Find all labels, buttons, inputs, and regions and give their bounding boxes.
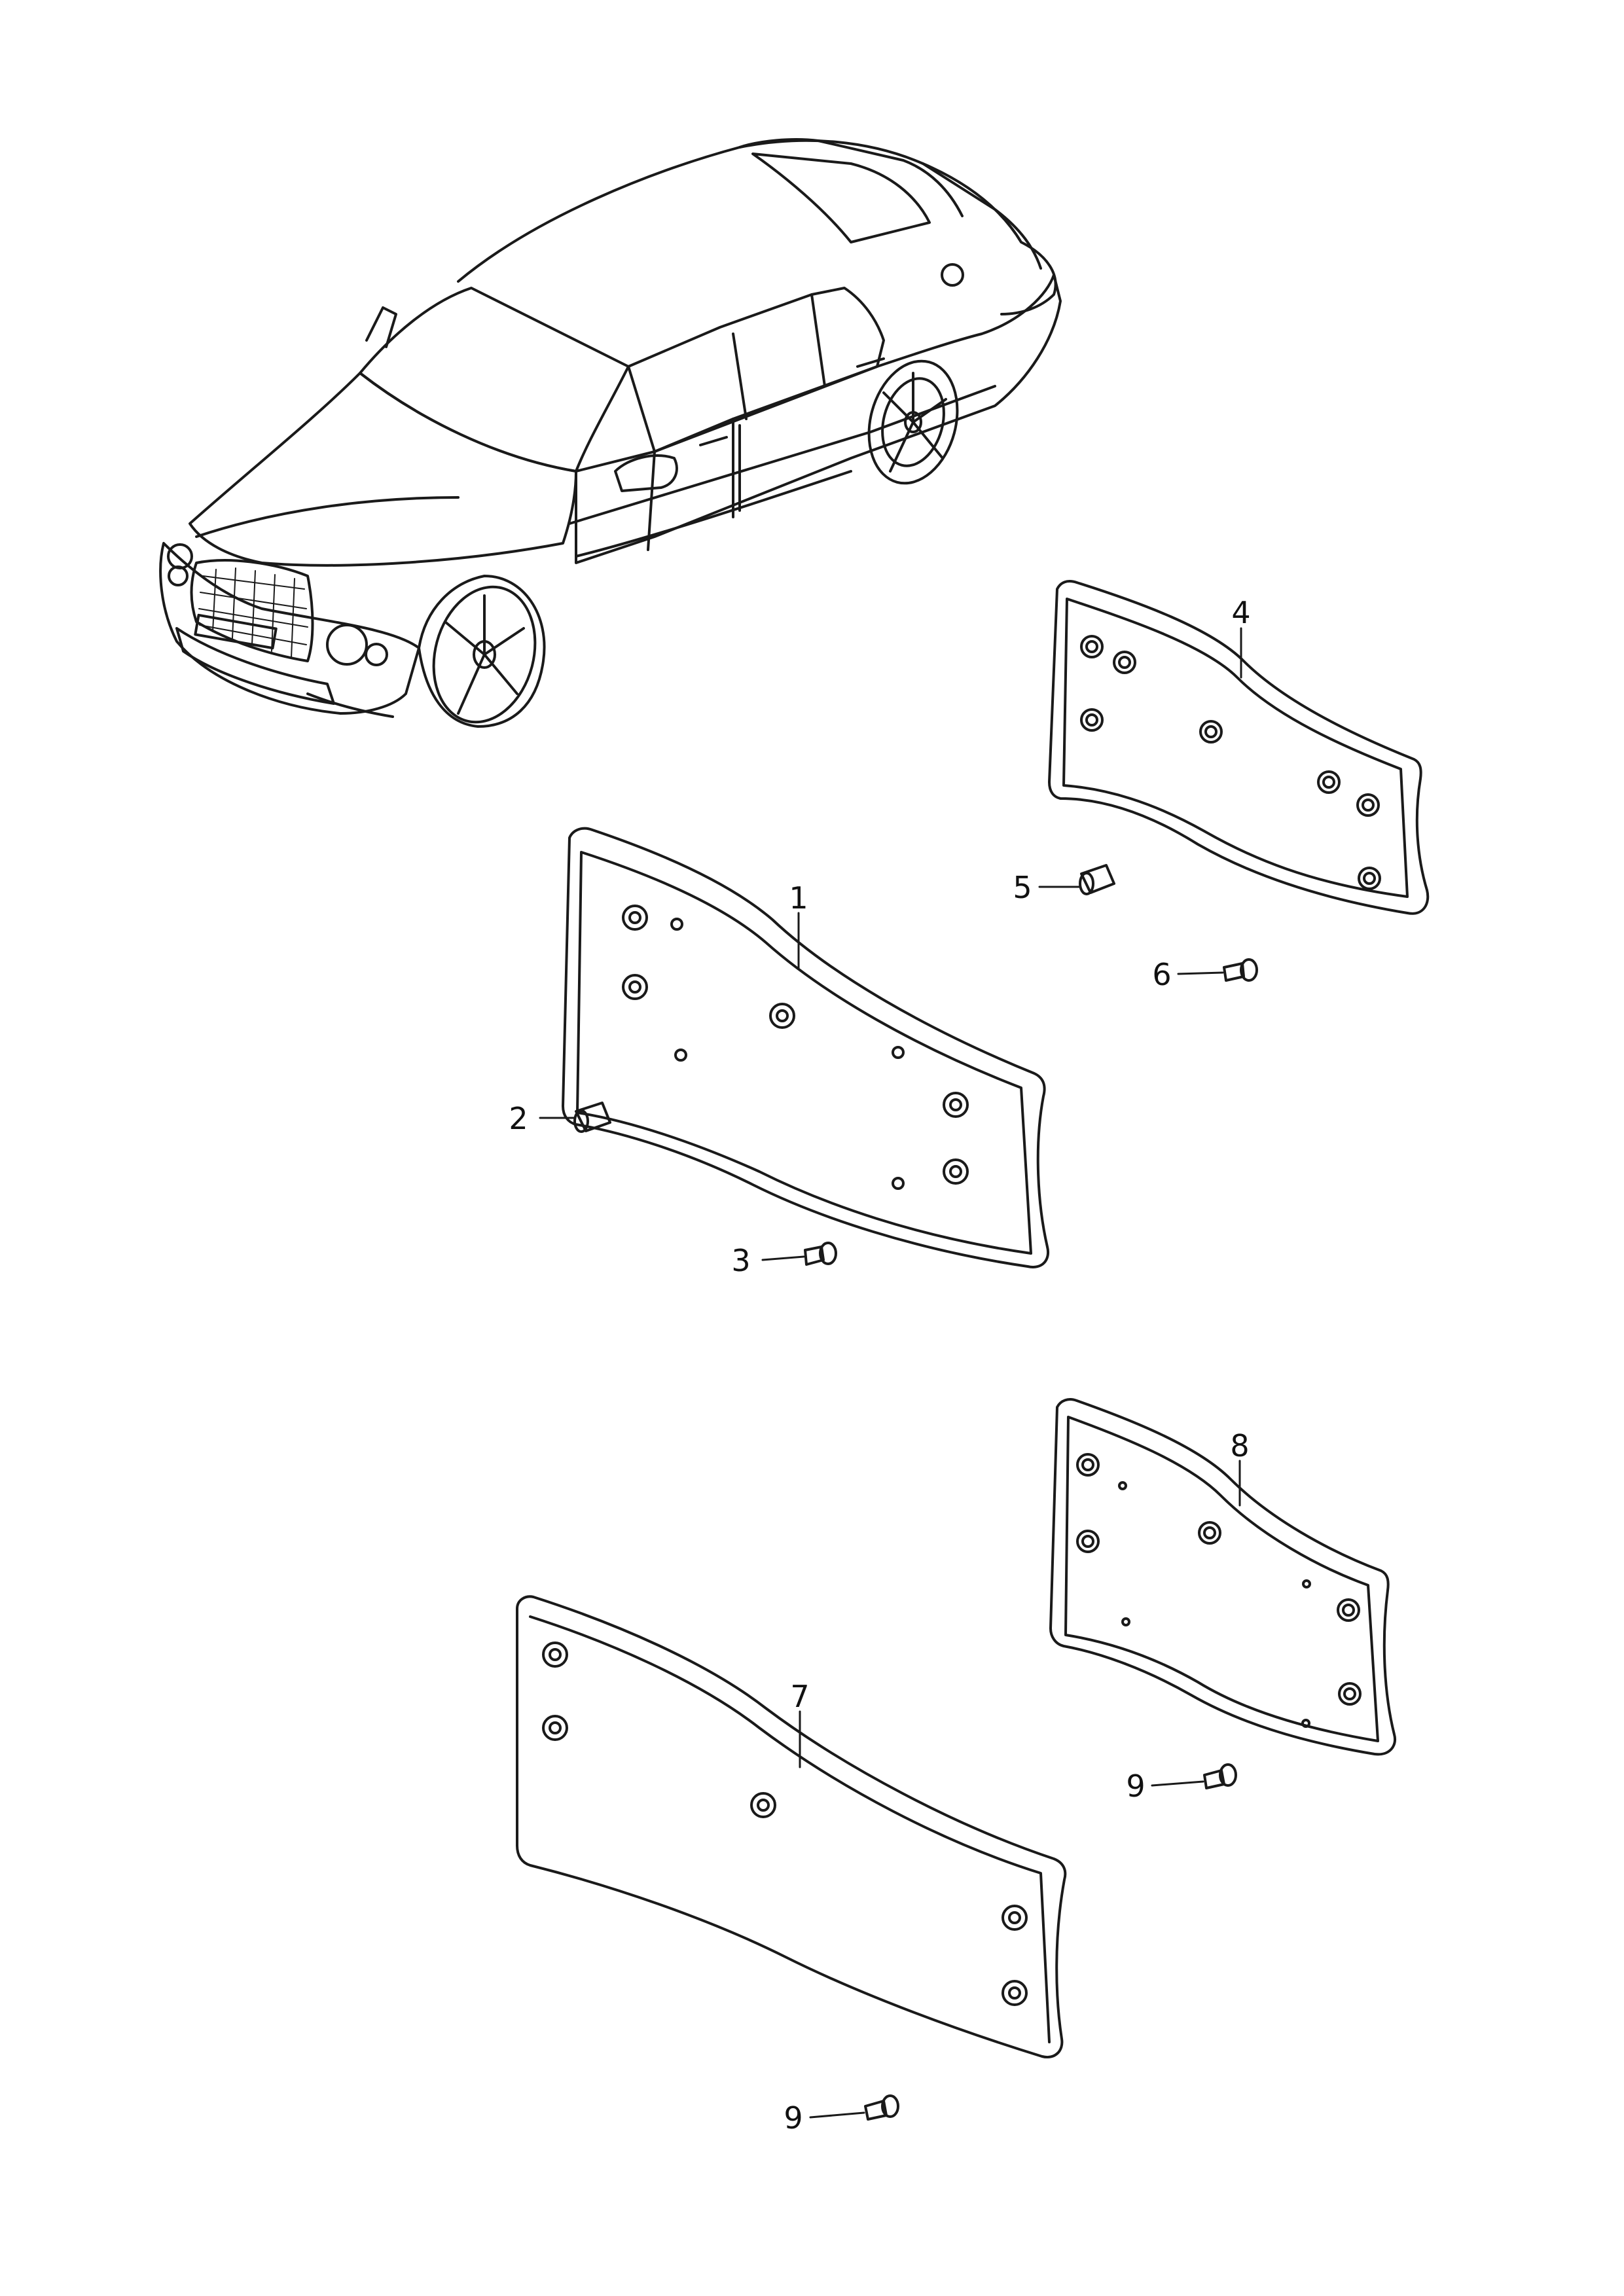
callout-6: 6 [1152, 957, 1171, 992]
license-plate-bracket-4 [1048, 580, 1430, 915]
license-plate-bracket-1 [562, 827, 1050, 1268]
fastener-2-icon [573, 1102, 611, 1133]
plate-1-holes [622, 905, 969, 1190]
plate-8-holes [1076, 1453, 1362, 1728]
callout-1: 1 [789, 880, 808, 916]
fastener-9-lower-icon [864, 2094, 899, 2121]
fastener-3-icon [804, 1242, 837, 1266]
callout-4: 4 [1231, 595, 1250, 630]
callout-9-lower: 9 [784, 2100, 803, 2136]
fastener-6-icon [1223, 958, 1258, 982]
callout-7: 7 [790, 1679, 809, 1714]
car-illustration [159, 138, 1062, 728]
plate-4-holes [1080, 635, 1381, 890]
grille-mesh [198, 567, 308, 658]
leader-lines [539, 627, 1242, 2119]
plate-7-holes [542, 1641, 1028, 2006]
callout-9-upper: 9 [1126, 1768, 1145, 1804]
fastener-9-upper-icon [1203, 1763, 1237, 1789]
callout-3: 3 [731, 1243, 750, 1278]
callout-5: 5 [1013, 870, 1032, 905]
callout-2: 2 [509, 1101, 528, 1136]
license-plate-bracket-8 [1049, 1398, 1397, 1756]
callout-labels: 1 2 3 4 5 6 7 8 9 9 [509, 595, 1250, 2136]
license-plate-bracket-7 [516, 1595, 1067, 2059]
fastener-5-icon [1079, 864, 1115, 895]
callout-8: 8 [1230, 1428, 1249, 1463]
